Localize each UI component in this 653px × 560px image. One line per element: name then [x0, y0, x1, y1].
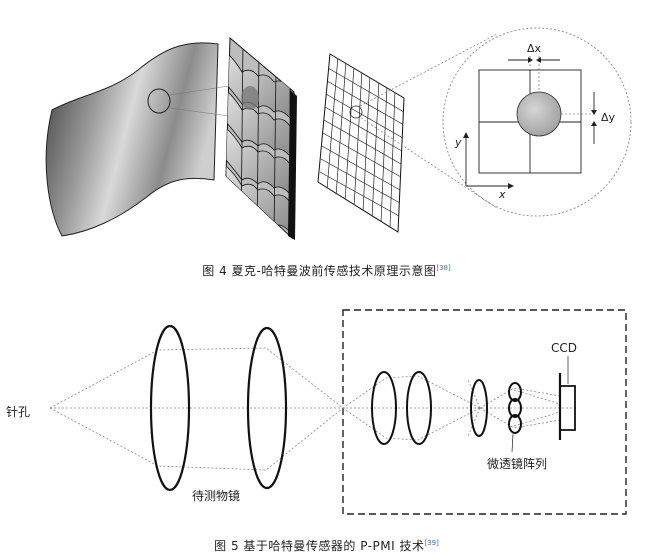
- wavefront-sample-circle: [147, 88, 171, 114]
- objective-lens-1: [149, 324, 191, 492]
- figure5-caption-text: 图 5 基于哈特曼传感器的 P-PMI 技术: [214, 539, 425, 553]
- pinhole-label: 针孔: [6, 404, 30, 419]
- sensor-enclosure: [342, 309, 627, 515]
- shack-hartmann-diagram: Δx Δy y x: [45, 27, 632, 240]
- relay-lens-1: [371, 371, 397, 445]
- field-lens: [470, 379, 488, 437]
- figure5-caption-ref[interactable]: [39]: [424, 539, 439, 547]
- y-axis-label: y: [454, 136, 462, 149]
- figure5-caption: 图 5 基于哈特曼传感器的 P-PMI 技术[39]: [0, 537, 653, 554]
- x-axis-label: x: [498, 188, 506, 201]
- grid-spot-circle: [349, 105, 363, 119]
- microlens-stack: [508, 382, 522, 434]
- figure4-caption-text: 图 4 夏克-哈特曼波前传感技术原理示意图: [202, 264, 437, 278]
- highlighted-lenslet: [241, 86, 259, 110]
- detector-grid: [317, 53, 405, 233]
- zoom-detail: Δx Δy y x: [442, 27, 632, 217]
- objective-lens-2: [246, 326, 288, 490]
- figure4-caption-ref[interactable]: [38]: [436, 264, 451, 272]
- ray-paths: [49, 347, 561, 471]
- microlens-array: [225, 36, 297, 240]
- delta-y-label: Δy: [601, 111, 616, 124]
- microlens-array-label: 微透镜阵列: [487, 456, 547, 471]
- relay-lens-2: [406, 371, 432, 445]
- ppmi-setup-diagram: 针孔 待测物镜 CCD 微透镜阵列: [6, 309, 627, 515]
- ccd-detector: [558, 373, 576, 440]
- focal-spot: [516, 91, 562, 137]
- wavefront-surface: [45, 42, 219, 237]
- figure4-caption: 图 4 夏克-哈特曼波前传感技术原理示意图[38]: [0, 262, 653, 279]
- objective-label: 待测物镜: [192, 488, 240, 503]
- zoom-circle: [442, 27, 632, 217]
- ccd-label: CCD: [551, 341, 577, 355]
- delta-x-label: Δx: [527, 42, 542, 55]
